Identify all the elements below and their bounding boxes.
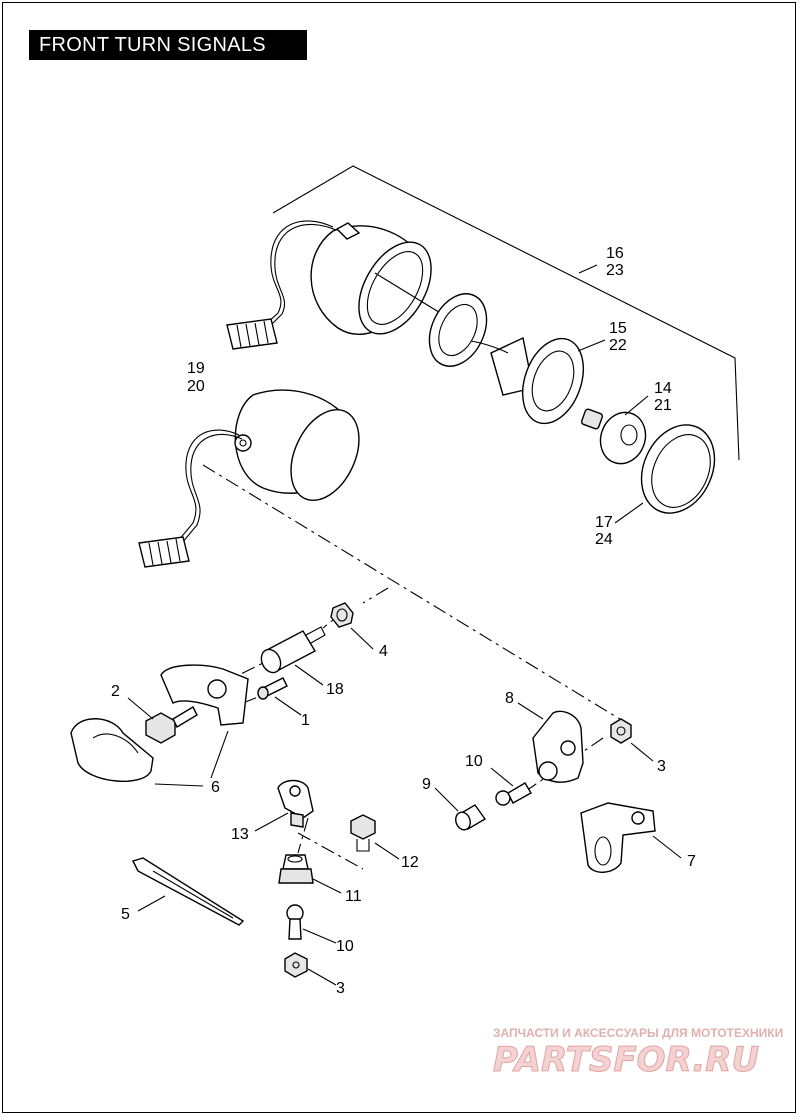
nut-icon — [330, 602, 354, 628]
exploded-view-diagram: 16 23 15 22 14 21 19 20 17 24 4 18 2 1 6… — [70, 165, 784, 1081]
callout-5: 5 — [121, 906, 130, 923]
connector-icon — [138, 429, 243, 568]
lamp-socket-icon — [428, 293, 488, 367]
cable-strap-icon — [132, 857, 245, 926]
watermark-logo: PARTSFOR.RU — [493, 1040, 759, 1080]
watermark: ЗАПЧАСТИ И АКСЕССУАРЫ ДЛЯ МОТОТЕХНИКИ PA… — [493, 1026, 784, 1081]
callout-3b: 3 — [336, 980, 345, 997]
turn-signal-housing-icon — [310, 222, 474, 335]
callout-15: 15 — [609, 320, 627, 337]
callout-14: 14 — [654, 380, 672, 397]
bulb-icon — [580, 408, 647, 465]
watermark-line1: ЗАПЧАСТИ И АКСЕССУАРЫ ДЛЯ МОТОТЕХНИКИ — [493, 1026, 783, 1040]
callout-4: 4 — [379, 643, 388, 660]
lens-icon — [640, 424, 716, 514]
page-title: FRONT TURN SIGNALS — [29, 30, 307, 60]
callout-17: 17 — [595, 514, 613, 531]
callout-labels: 16 23 15 22 14 21 19 20 17 24 4 18 2 1 6… — [111, 245, 696, 997]
callout-leaders — [127, 339, 682, 986]
callout-3a: 3 — [657, 758, 666, 775]
bracket-icon — [580, 802, 656, 873]
callout-13: 13 — [231, 826, 249, 843]
lamp-socket-icon — [470, 336, 585, 425]
callout-18: 18 — [326, 681, 344, 698]
nut-icon — [350, 814, 376, 852]
callout-11: 11 — [345, 888, 362, 905]
callout-19: 19 — [187, 360, 205, 377]
callout-16: 16 — [606, 245, 624, 262]
callout-12: 12 — [401, 854, 419, 871]
callout-21: 21 — [654, 397, 672, 414]
callout-23: 23 — [606, 262, 624, 279]
callout-2: 2 — [111, 683, 120, 700]
clamp-icon — [70, 664, 249, 782]
nut-icon — [610, 718, 632, 744]
bolt-icon — [495, 782, 532, 806]
bracket-icon — [532, 710, 584, 783]
bolt-icon — [278, 854, 314, 884]
bolt-icon — [257, 677, 288, 700]
bolt-icon — [145, 706, 198, 744]
callout-8: 8 — [505, 690, 514, 707]
bolt-icon — [260, 626, 326, 674]
assembly-bracket-lines — [272, 165, 740, 461]
nut-icon — [284, 952, 308, 978]
bolt-icon — [286, 904, 304, 940]
callout-24: 24 — [595, 531, 613, 548]
bracket-icon — [277, 779, 314, 828]
callout-10b: 10 — [336, 938, 354, 955]
callout-7: 7 — [687, 853, 696, 870]
callout-9: 9 — [422, 776, 431, 793]
callout-20: 20 — [187, 378, 205, 395]
nut-icon — [455, 804, 487, 831]
callout-1: 1 — [301, 712, 310, 729]
callout-6: 6 — [211, 779, 220, 796]
connector-icon — [226, 220, 337, 350]
callout-10a: 10 — [465, 753, 483, 770]
turn-signal-housing-icon — [234, 389, 360, 502]
callout-22: 22 — [609, 337, 627, 354]
